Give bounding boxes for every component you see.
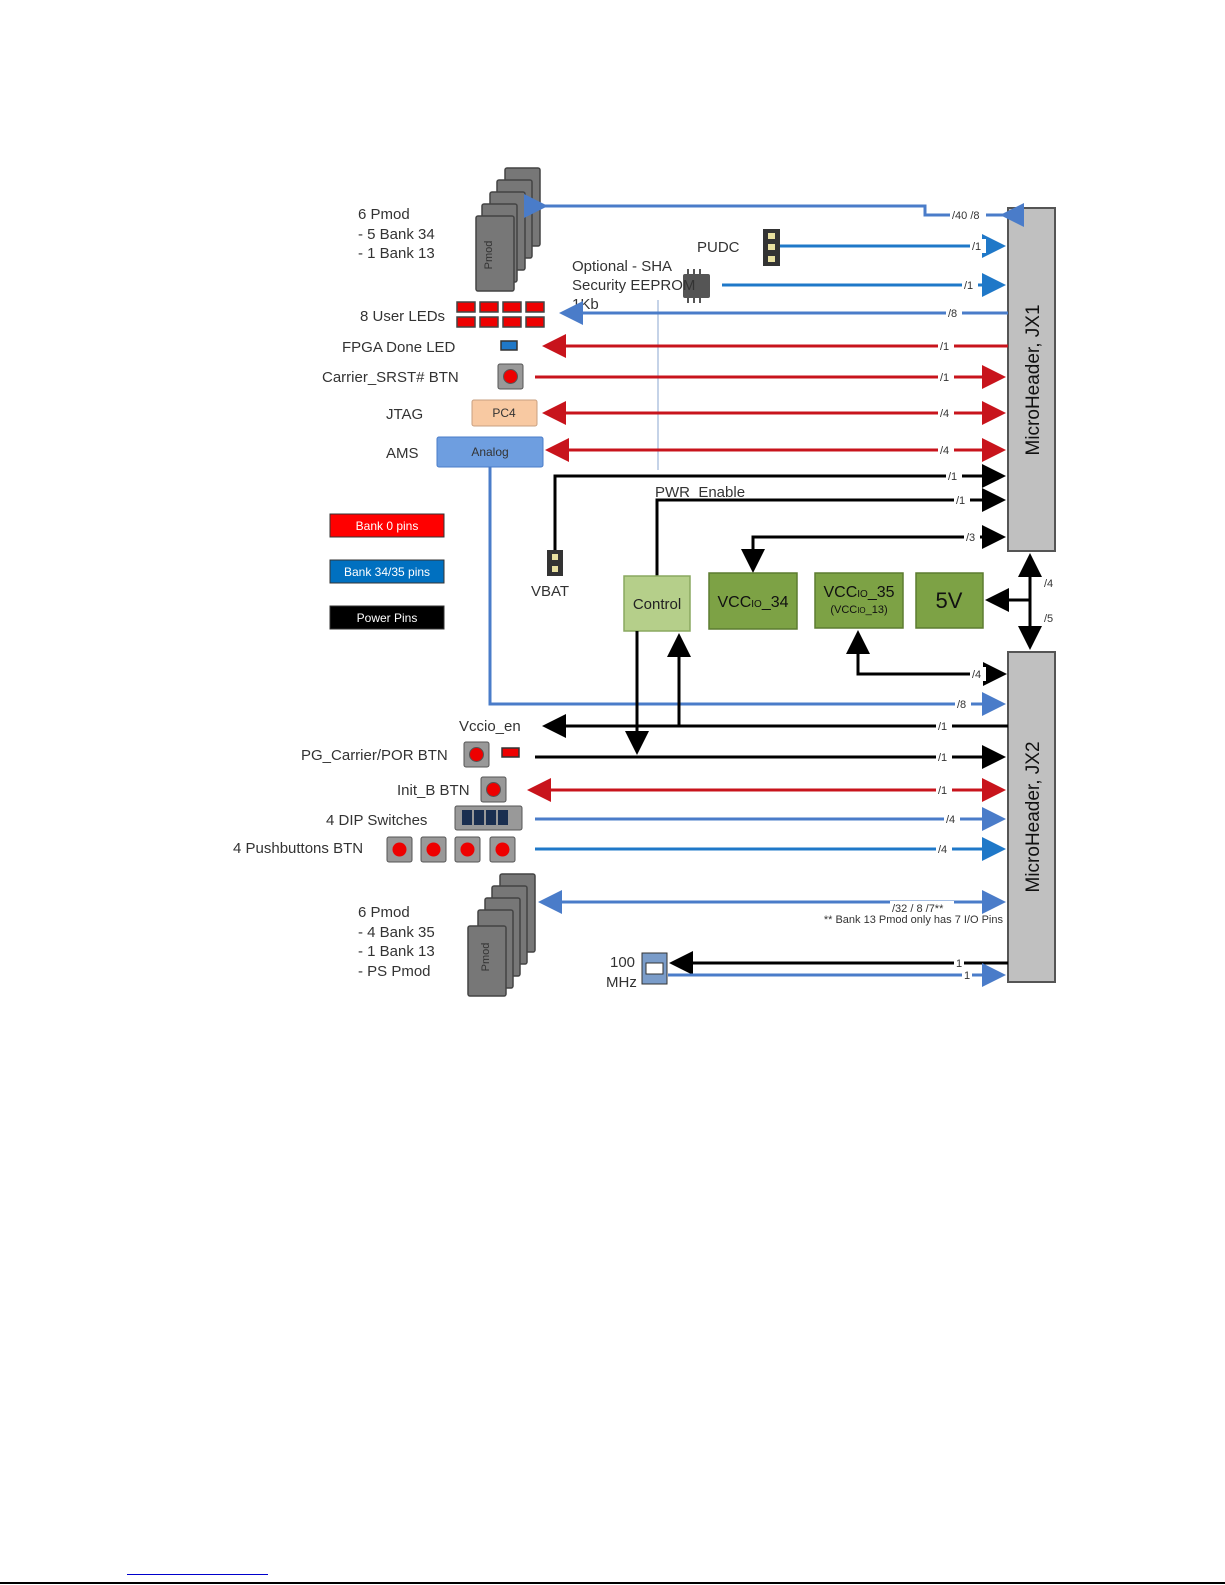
pudc-jumper-icon [763,229,780,266]
fpga-done-label: FPGA Done LED [342,339,456,356]
svg-text:Bank 0 pins: Bank 0 pins [356,519,419,533]
analog-box [436,436,544,468]
pwr-enable-bus [655,488,1006,576]
vcc35-bus-label: /4 [972,669,981,681]
svg-text:Pmod: Pmod [483,241,495,270]
oscillator-icon [641,952,668,985]
srst-bus-label: /1 [940,372,949,384]
bottom-pmod-line3: - PS Pmod [358,963,431,980]
eeprom-line1: Optional - SHA [572,258,672,275]
pushbuttons-icon [386,836,516,863]
done-led-icon [500,340,518,351]
bottom-pmod-bus-label: /32 / 8 /7** [892,903,944,915]
vbat-bus-label: /1 [948,471,957,483]
vbat-jumper-icon [547,550,563,576]
svg-text:MicroHeader, JX1: MicroHeader, JX1 [1023,304,1044,455]
eeprom-chip-icon [683,269,710,303]
user-leds-bus-label: /8 [948,308,957,320]
legend-bank34-35: Bank 34/35 pins [329,559,445,584]
clock-in-label: 1 [956,958,962,970]
pudc-label: PUDC [697,239,740,256]
init-b-label: Init_B BTN [397,782,470,799]
svg-text:VCCIO_35: VCCIO_35 [823,584,894,601]
user-leds-icon [456,301,545,328]
5v-box: 5V [915,572,984,629]
pg-carrier-label: PG_Carrier/POR BTN [301,747,448,764]
vcc34-bus [741,525,1006,573]
vccio-en-bus-label: /1 [938,721,947,733]
svg-text:Pmod: Pmod [480,943,492,972]
srst-button-icon [497,363,524,390]
legend-bank0: Bank 0 pins [329,513,445,538]
svg-text:VCCIO_34: VCCIO_34 [717,594,788,611]
clock-out-label: 1 [964,970,970,982]
top-pmod-title: 6 Pmod [358,206,410,223]
vcc35-bus [846,630,1003,676]
dip-bus-label: /4 [946,814,955,826]
pc4-label: PC4 [492,406,516,420]
vccio35-box: VCCIO_35 (VCCIO_13) [814,572,904,629]
pg-button-icon [463,741,490,768]
svg-text:Power Pins: Power Pins [357,611,418,625]
legend-power: Power Pins [329,605,445,630]
pc4-box [471,399,538,427]
5v-bus-down-label: /5 [1044,613,1053,625]
top-pmod-bus-label: /40 /8 [952,210,980,222]
bottom-pmod-line2: - 1 Bank 13 [358,943,435,960]
analog-bus-label: /8 [957,699,966,711]
bottom-pmod-note: ** Bank 13 Pmod only has 7 I/O Pins [824,914,1004,926]
vccio-en-label: Vccio_en [459,718,521,735]
svg-text:(VCCIO_13): (VCCIO_13) [830,604,887,616]
jtag-bus-label: /4 [940,408,949,420]
done-bus-label: /1 [940,341,949,353]
clock-line2: MHz [606,974,637,991]
pushbuttons-label: 4 Pushbuttons BTN [233,840,363,857]
pwr-enable-label: PWR_Enable [655,484,745,501]
init-b-bus-label: /1 [938,785,947,797]
svg-text:5V: 5V [936,588,963,613]
pg-led-icon [501,747,520,758]
vbat-bus [553,464,1006,550]
dip-label: 4 DIP Switches [326,812,427,829]
svg-text:Bank 34/35 pins: Bank 34/35 pins [344,565,430,579]
pushbuttons-bus-label: /4 [938,844,947,856]
eeprom-bus-label: /1 [964,280,973,292]
top-pmod-line1: - 5 Bank 34 [358,226,435,243]
microheader-jx2: MicroHeader, JX2 [1007,651,1056,983]
vbat-label: VBAT [531,583,569,600]
legend: Bank 0 pins Bank 34/35 pins Power Pins [329,513,445,630]
footnote-link-underline[interactable] [127,1574,268,1575]
svg-text:MicroHeader, JX2: MicroHeader, JX2 [1023,741,1044,892]
jtag-label: JTAG [386,406,423,423]
analog-label: Analog [471,445,508,459]
clock-line1: 100 [610,954,635,971]
init-b-button-icon [480,776,507,803]
top-pmod-line2: - 1 Bank 13 [358,245,435,262]
vcc34-bus-label: /3 [966,532,975,544]
srst-label: Carrier_SRST# BTN [322,369,459,386]
ams-bus-label: /4 [940,445,949,457]
bottom-pmod-title: 6 Pmod [358,904,410,921]
vccio34-box: VCCIO_34 [708,572,798,630]
5v-bus-up-label: /4 [1044,578,1053,590]
user-leds-label: 8 User LEDs [360,308,445,325]
top-pmod-bus [524,194,1024,227]
eeprom-line3: 1Kb [572,296,599,313]
bottom-pmod-line1: - 4 Bank 35 [358,924,435,941]
pwr-enable-bus-label: /1 [956,495,965,507]
pudc-bus-label: /1 [972,241,981,253]
bottom-pmod-stack: Pmod [467,873,536,997]
top-pmod-stack: Pmod [475,167,541,292]
pg-bus-label: /1 [938,752,947,764]
eeprom-line2: Security EEPROM [572,277,695,294]
microheader-jx1: MicroHeader, JX1 [1007,207,1056,552]
dip-switch-icon [454,805,523,831]
analog-bus [488,467,1006,716]
svg-text:Control: Control [633,596,681,613]
ams-label: AMS [386,445,419,462]
control-box: Control [623,575,691,632]
page-bottom-rule [0,1582,1225,1584]
